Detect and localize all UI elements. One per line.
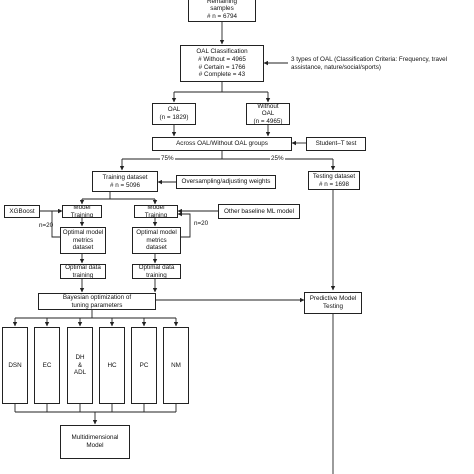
other-baseline-ml-box: Other baseline ML model xyxy=(218,204,300,219)
oal-group-box: OAL (n = 1829) xyxy=(152,103,196,125)
xgboost-box: XGBoost xyxy=(4,205,40,218)
bayesian-optimization-box: Bayesian optimization of tuning paramete… xyxy=(38,293,156,310)
remaining-samples-box: Remaining samples # n = 6794 xyxy=(188,0,256,22)
branch-hc-box: HC xyxy=(99,327,125,404)
model-training-box-1: Model Training xyxy=(62,205,102,218)
training-dataset-box: Training dataset # n = 5096 xyxy=(92,171,158,192)
split-25-label: 25% xyxy=(270,155,285,163)
branch-dh-adl-box: DH & ADL xyxy=(67,327,93,404)
oal-types-note: 3 types of OAL (Classification Criteria:… xyxy=(291,56,448,71)
oal-classification-box: OAL Classification # Without = 4965 # Ce… xyxy=(180,45,264,82)
loop-n20-right-label: n=20 xyxy=(194,220,209,227)
model-training-box-2: Model Training xyxy=(134,205,178,218)
optimal-data-training-box-2: Optimal data training xyxy=(132,264,181,279)
metrics-dataset-box-1: Optimal model metrics dataset xyxy=(60,227,106,254)
student-t-test-box: Student–T test xyxy=(306,137,366,151)
testing-dataset-box: Testing dataset # n = 1698 xyxy=(308,171,360,190)
predictive-model-testing-box: Predictive Model Testing xyxy=(304,292,362,314)
branch-pc-box: PC xyxy=(131,327,157,404)
branch-nm-box: NM xyxy=(163,327,189,404)
optimal-data-training-box-1: Optimal data training xyxy=(60,264,106,279)
without-oal-group-box: Without OAL (n = 4965) xyxy=(246,103,290,125)
multidimensional-model-box: Multidimensional Model xyxy=(60,425,130,459)
across-groups-box: Across OAL/Without OAL groups xyxy=(152,137,292,151)
oversampling-box: Oversampling/adjusting weights xyxy=(176,175,276,189)
branch-dsn-box: DSN xyxy=(2,327,28,404)
branch-ec-box: EC xyxy=(34,327,60,404)
loop-n20-left-label: n=20 xyxy=(39,222,54,229)
split-75-label: 75% xyxy=(160,155,175,163)
metrics-dataset-box-2: Optimal model metrics dataset xyxy=(132,227,181,254)
